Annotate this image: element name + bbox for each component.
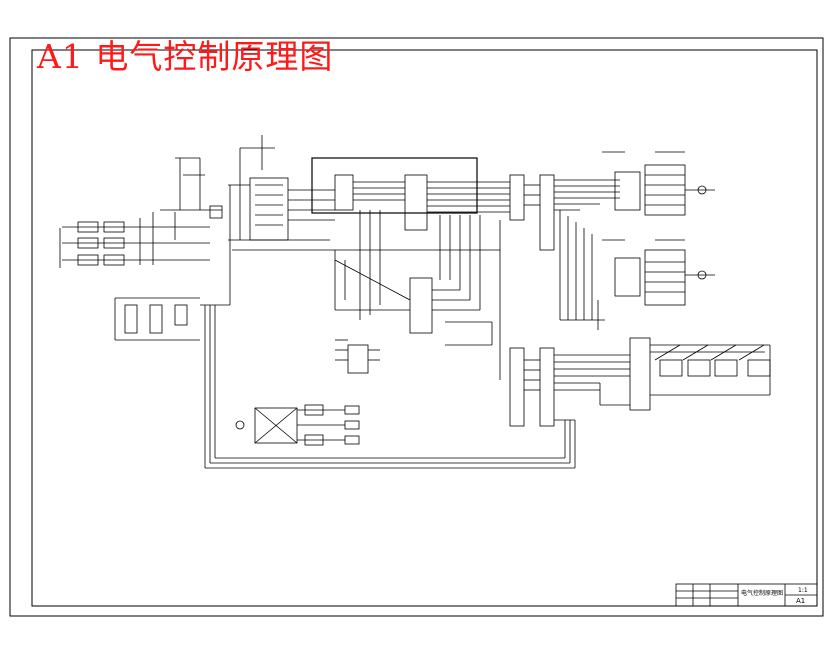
input-contactors bbox=[59, 157, 223, 268]
outer-frame bbox=[9, 37, 824, 617]
bus-wires bbox=[204, 185, 576, 469]
driver-module-top bbox=[602, 151, 715, 216]
title-block-sheet-size: A1 bbox=[796, 597, 805, 605]
title-block: 电气控制原理图 1:1 A1 bbox=[675, 583, 818, 607]
controller-ic bbox=[228, 135, 500, 251]
title-block-drawing-name: 电气控制原理图 bbox=[741, 589, 783, 597]
inner-frame bbox=[31, 49, 818, 607]
lower-ic bbox=[335, 339, 380, 374]
title-block-scale: 1:1 bbox=[798, 587, 808, 594]
driver-module-bottom bbox=[602, 239, 715, 306]
central-bus bbox=[288, 157, 510, 231]
display-section bbox=[509, 337, 771, 427]
mid-ic bbox=[334, 210, 493, 346]
relay-module bbox=[114, 297, 230, 341]
right-connectors bbox=[499, 174, 620, 380]
drawing-title: A1 电气控制原理图 bbox=[37, 37, 334, 76]
power-supply bbox=[235, 404, 360, 446]
